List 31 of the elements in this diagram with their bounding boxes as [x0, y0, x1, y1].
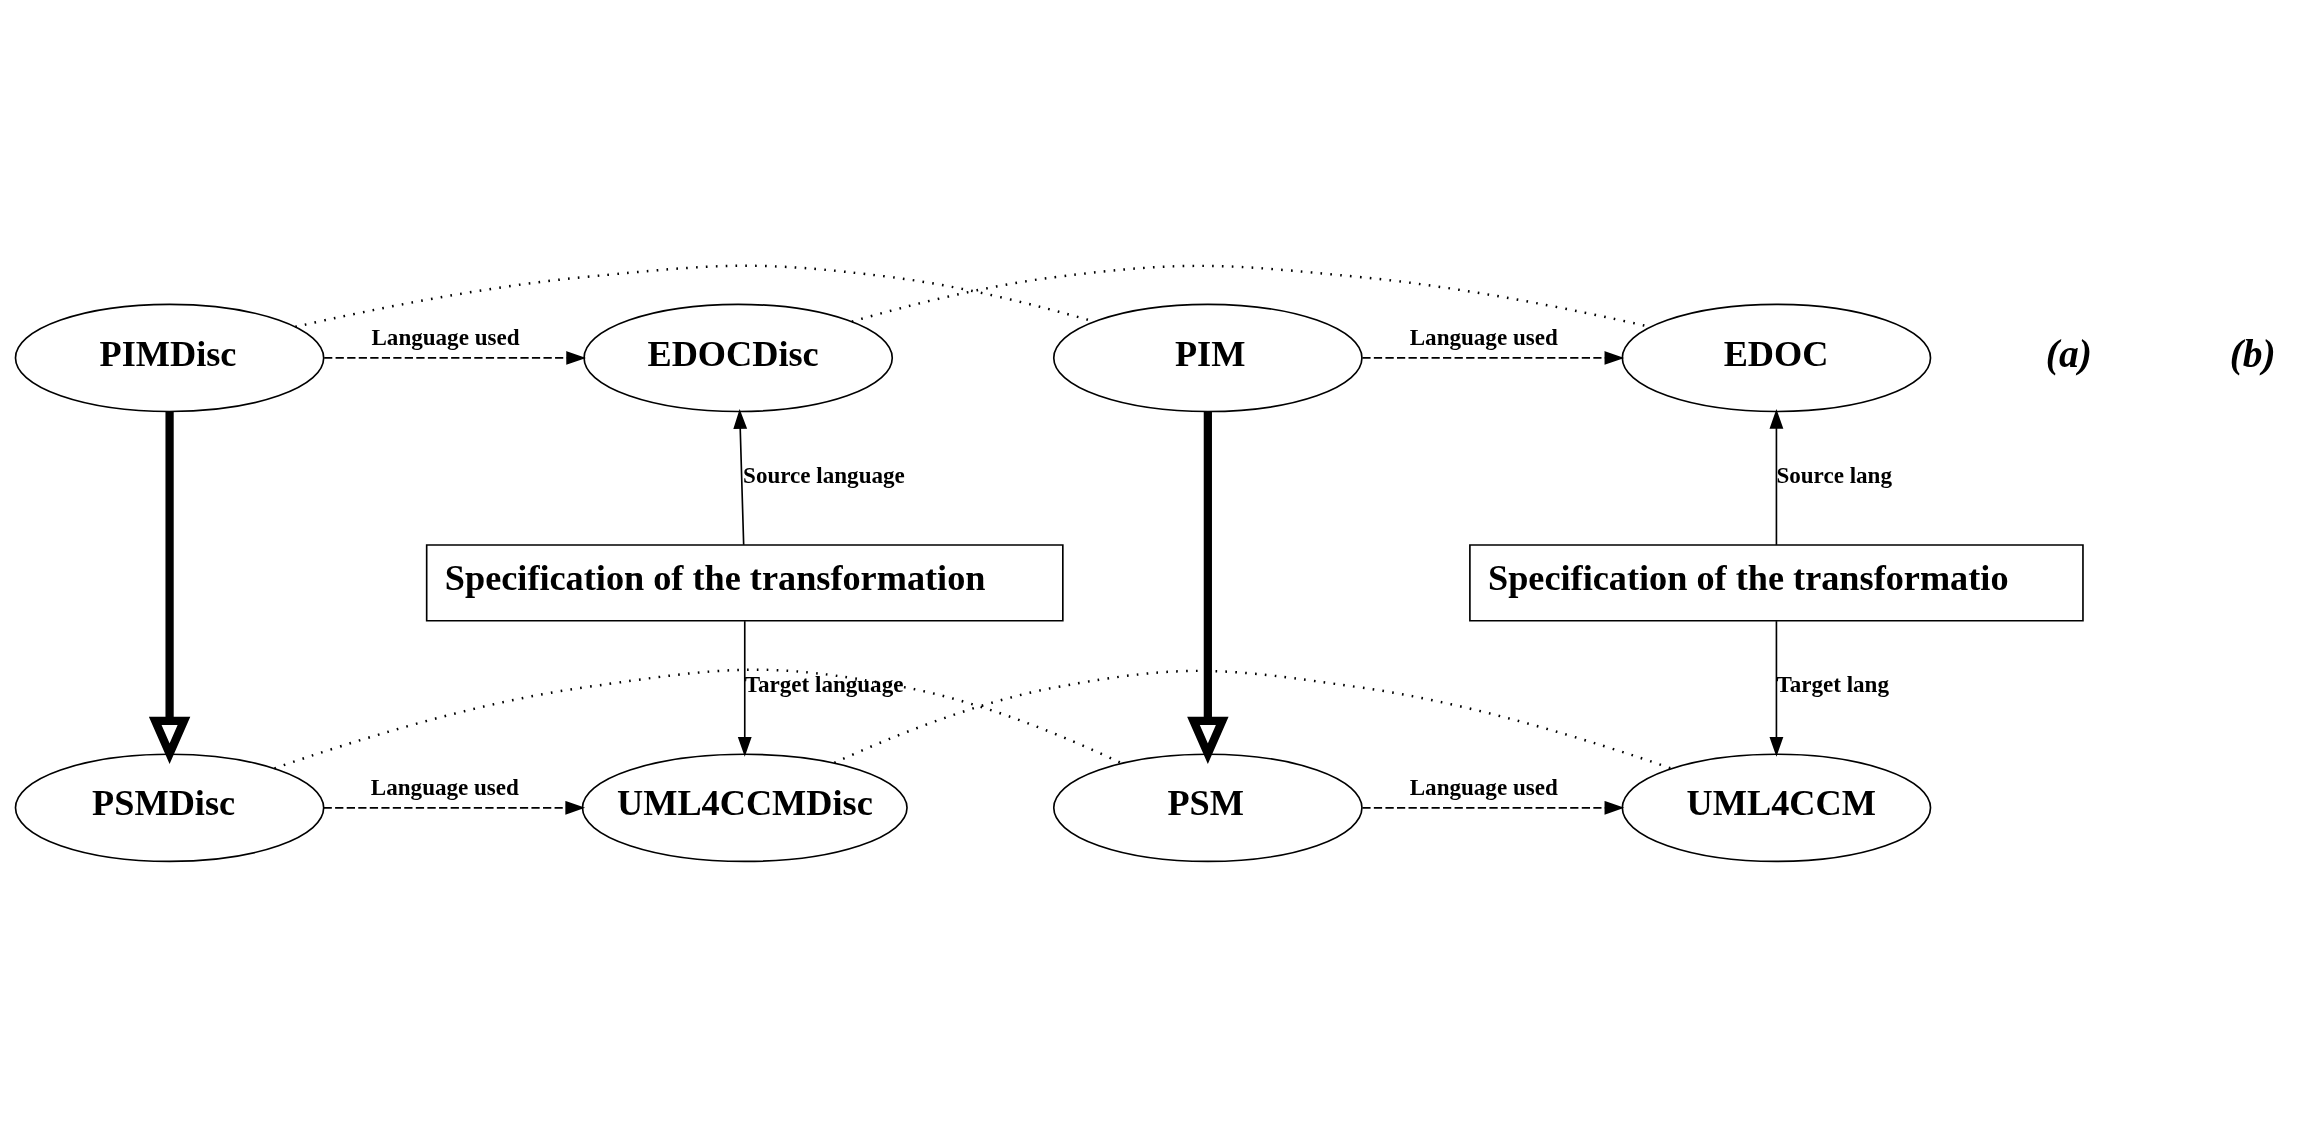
edge-label: Language used	[1409, 324, 1558, 351]
arrow	[1361, 800, 1625, 815]
node-ellipse: EDOC	[1621, 303, 1932, 413]
node-box: Specification of the transformation	[425, 544, 1064, 622]
label: (b)	[2229, 331, 2276, 376]
arrow	[323, 351, 587, 365]
node-ellipse: UML4CCM	[1621, 753, 1932, 863]
edge-label: Language used	[371, 324, 520, 351]
edge-label: Language used	[370, 773, 519, 800]
node-ellipse: PSM	[1052, 753, 1363, 863]
arrow	[1187, 411, 1229, 764]
node-ellipse: PIM	[1052, 303, 1363, 413]
arrow	[1361, 351, 1625, 365]
label: (a)	[2045, 331, 2093, 376]
arrow	[1769, 409, 1784, 546]
connector	[833, 669, 1672, 770]
arrow	[1769, 620, 1784, 757]
arrow	[148, 411, 191, 764]
node-ellipse: UML4CCMDisc	[581, 753, 908, 863]
arrow	[733, 409, 748, 546]
edge-label: Language used	[1409, 773, 1558, 800]
arrow	[322, 800, 586, 815]
node-ellipse: EDOCDisc	[583, 303, 894, 413]
edge-label: Source language	[743, 461, 905, 488]
node-ellipse: PIMDisc	[14, 303, 325, 413]
connector	[274, 668, 1122, 770]
node-ellipse: PSMDisc	[14, 753, 325, 863]
node-box: Specification of the transformatio	[1469, 544, 2084, 622]
edge-label: Target lang	[1776, 670, 1889, 697]
edge-label: Source lang	[1776, 461, 1892, 488]
arrow	[737, 620, 752, 757]
